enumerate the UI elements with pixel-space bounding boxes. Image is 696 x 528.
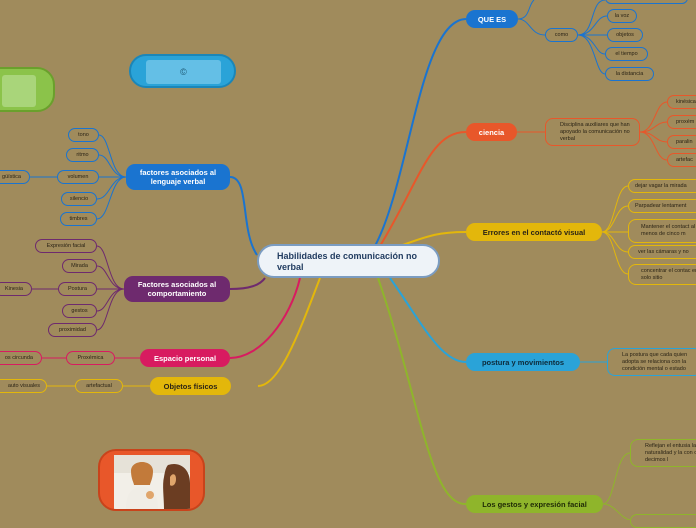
node-timbres[interactable]: timbres xyxy=(60,212,97,226)
node-postura-text-label: La postura que cada quien adopta se rela… xyxy=(622,351,688,372)
node-postura-text[interactable]: La postura que cada quien adopta se rela… xyxy=(607,348,696,376)
node-objetos-label: objetos xyxy=(616,31,634,38)
floating-topic-green[interactable] xyxy=(0,67,55,112)
node-objetos[interactable]: objetos xyxy=(607,28,643,42)
node-paralinguistica-left-label: güística xyxy=(2,173,21,180)
node-tono[interactable]: tono xyxy=(68,128,99,142)
node-artefactual-left[interactable]: artefactual xyxy=(75,379,123,393)
copyright-box: © xyxy=(146,60,221,84)
branch-ciencia-label: ciencia xyxy=(478,127,505,137)
branch-comportamiento[interactable]: Factores asociados al comportamiento xyxy=(124,276,230,302)
node-espacio-circunda[interactable]: os circunda xyxy=(0,351,42,365)
central-topic[interactable]: Habilidades de comunicación no verbal xyxy=(257,244,440,278)
node-dejar-vagar[interactable]: dejar vagar la mirada xyxy=(628,179,696,193)
branch-espacio-personal[interactable]: Espacio personal xyxy=(140,349,230,367)
node-el-tiempo[interactable]: el tiempo xyxy=(605,47,648,61)
node-proximidad[interactable]: proximidad xyxy=(48,323,97,337)
node-ver-camaras[interactable]: ver las cámaras y no xyxy=(628,245,696,259)
node-proxemica[interactable]: proxém xyxy=(667,115,696,129)
node-kinesica-label: kinésica xyxy=(676,98,696,105)
branch-postura-movimientos[interactable]: postura y movimientos xyxy=(466,353,580,371)
node-tono-label: tono xyxy=(78,131,89,138)
branch-errores-label: Errores en el contactó visual xyxy=(482,227,586,237)
women-talking-image xyxy=(114,455,190,509)
branch-gestos-expresion-facial[interactable]: Los gestos y expresión facial xyxy=(466,495,603,513)
central-topic-label: Habilidades de comunicación no verbal xyxy=(277,251,418,272)
node-la-voz-label: la voz xyxy=(614,12,630,19)
node-mirada[interactable]: Mirada xyxy=(62,259,97,273)
branch-objetos-fisicos[interactable]: Objetos físicos xyxy=(150,377,231,395)
branch-errores-contacto-visual[interactable]: Errores en el contactó visual xyxy=(466,223,602,241)
branch-espacio-label: Espacio personal xyxy=(153,353,217,363)
node-concentrar-contacto-label: concentrar el contac en un solo sitio xyxy=(641,267,696,281)
node-artefactual-label: artefac xyxy=(676,156,693,163)
node-ritmo[interactable]: ritmo xyxy=(66,148,99,162)
node-timbres-label: timbres xyxy=(69,215,88,222)
node-la-distancia[interactable]: la distancia xyxy=(605,67,654,81)
branch-que-es-label: QUE ES xyxy=(477,14,507,24)
node-ver-camaras-label: ver las cámaras y no xyxy=(638,248,689,255)
node-proximidad-label: proximidad xyxy=(59,326,86,333)
node-el-tiempo-label: el tiempo xyxy=(615,50,638,57)
node-volumen-label: volumen xyxy=(67,173,89,180)
node-auto-visuales[interactable]: auto visuales xyxy=(0,379,47,393)
node-gestos-text[interactable]: Reflejan el entusia la naturalidad y la … xyxy=(630,439,696,467)
branch-lenguaje-verbal[interactable]: factores asociados al lenguaje verbal xyxy=(126,164,230,190)
branch-objetos-label: Objetos físicos xyxy=(163,381,218,391)
node-kinesica[interactable]: kinésica xyxy=(667,95,696,109)
node-gestos-second[interactable] xyxy=(630,514,696,528)
branch-postura-label: postura y movimientos xyxy=(481,357,565,367)
branch-ciencia[interactable]: ciencia xyxy=(466,123,517,141)
floating-topic-green-image xyxy=(2,75,36,107)
node-proxemica-left-label: Proxémica xyxy=(77,354,104,361)
node-postura-label: Postura xyxy=(68,285,87,292)
node-parpadear[interactable]: Parpadear lentament xyxy=(628,199,696,213)
node-paralinguistica[interactable]: paralin xyxy=(667,135,696,149)
node-artefactual[interactable]: artefac xyxy=(667,153,696,167)
node-volumen[interactable]: volumen xyxy=(57,170,99,184)
floating-topic-blue[interactable]: © xyxy=(129,54,236,88)
branch-lenguaje-label: factores asociados al lenguaje verbal xyxy=(139,168,217,186)
node-auto-visuales-label: auto visuales xyxy=(7,382,40,389)
node-silencio-label: silencio xyxy=(69,195,89,202)
branch-gestos-label: Los gestos y expresión facial xyxy=(482,499,587,509)
node-proxemica-label: proxém xyxy=(676,118,695,125)
node-concentrar-contacto[interactable]: concentrar el contac en un solo sitio xyxy=(628,264,696,285)
floating-topic-photo[interactable] xyxy=(98,449,205,511)
node-que-es-top[interactable] xyxy=(605,0,688,4)
node-mirada-label: Mirada xyxy=(71,262,88,269)
node-proxemica-left[interactable]: Proxémica xyxy=(66,351,115,365)
node-parpadear-label: Parpadear lentament xyxy=(635,202,687,209)
branch-comportamiento-label: Factores asociados al comportamiento xyxy=(137,280,217,298)
node-como-label: como xyxy=(554,31,569,38)
node-gestos-text-label: Reflejan el entusia la naturalidad y la … xyxy=(645,442,696,463)
node-disciplina-label: Disciplina auxiliares que han apoyado la… xyxy=(560,121,630,142)
node-kinesia[interactable]: Kinesia xyxy=(0,282,32,296)
node-expresion-facial[interactable]: Expresión facial xyxy=(35,239,97,253)
node-artefactual-left-label: artefactual xyxy=(86,382,112,389)
node-gestos-label: gestos xyxy=(71,307,88,314)
node-ritmo-label: ritmo xyxy=(76,151,89,158)
node-paralinguistica-left[interactable]: güística xyxy=(0,170,30,184)
copyright-icon: © xyxy=(180,67,187,77)
node-la-voz[interactable]: la voz xyxy=(607,9,637,23)
node-dejar-vagar-label: dejar vagar la mirada xyxy=(635,182,687,189)
node-mantener-contacto-label: Mantener el contact al menos de cinco m xyxy=(641,224,696,237)
node-la-distancia-label: la distancia xyxy=(615,70,644,77)
node-disciplina[interactable]: Disciplina auxiliares que han apoyado la… xyxy=(545,118,640,146)
node-como[interactable]: como xyxy=(545,28,578,42)
node-espacio-circunda-label: os circunda xyxy=(4,354,33,361)
node-paralinguistica-label: paralin xyxy=(676,138,693,145)
node-mantener-contacto[interactable]: Mantener el contact al menos de cinco m xyxy=(628,219,696,243)
node-kinesia-label: Kinesia xyxy=(4,285,23,292)
node-gestos[interactable]: gestos xyxy=(62,304,97,318)
branch-que-es[interactable]: QUE ES xyxy=(466,10,518,28)
node-silencio[interactable]: silencio xyxy=(61,192,97,206)
node-postura[interactable]: Postura xyxy=(58,282,97,296)
node-expresion-facial-label: Expresión facial xyxy=(46,242,86,249)
